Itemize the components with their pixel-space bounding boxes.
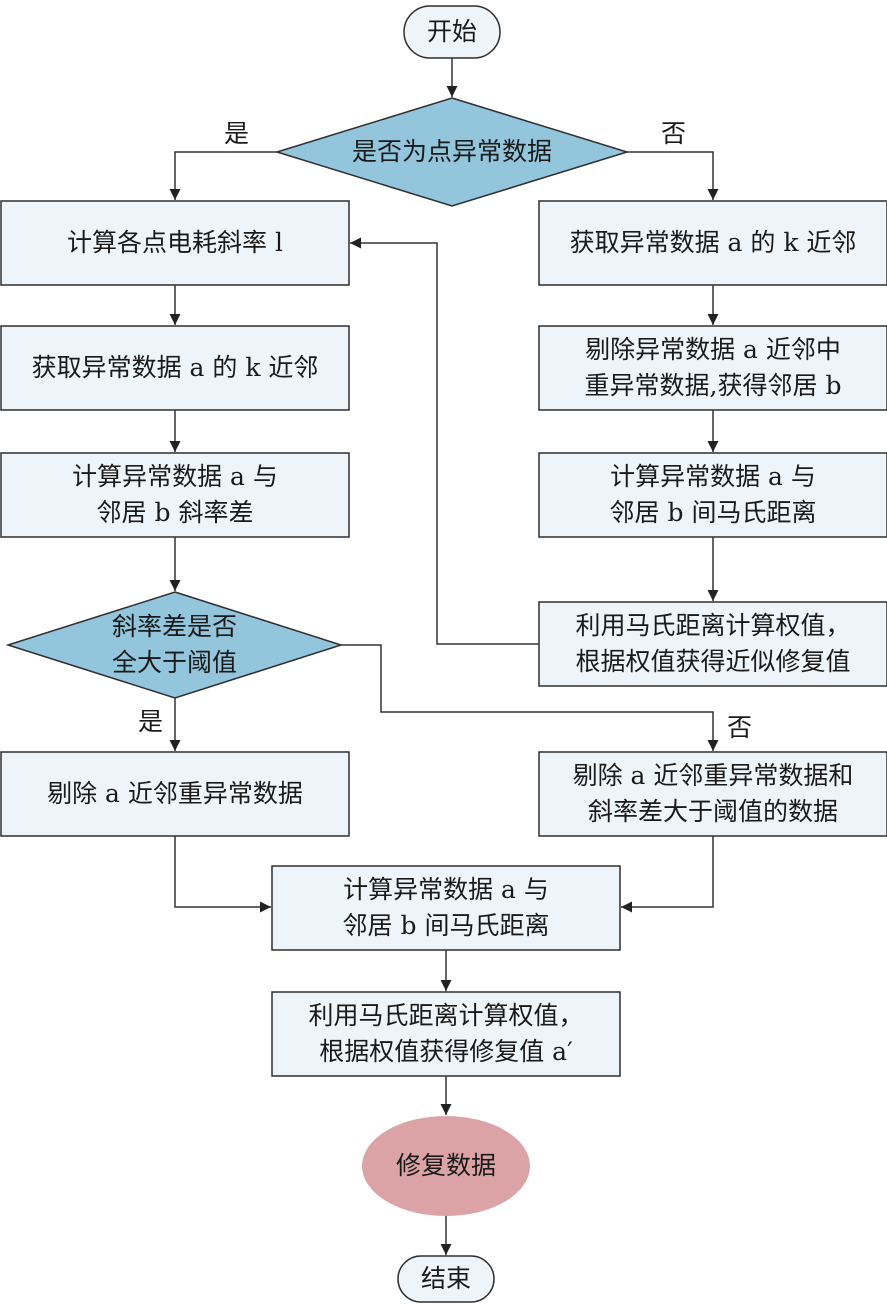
calc-slope-box: [0, 200, 350, 286]
label-line: 剔除异常数据 a 近邻中: [585, 335, 841, 364]
is-point-anomaly-label: 是否为点异常数据: [277, 98, 627, 206]
label-line: 根据权值获得近似修复值: [575, 647, 851, 676]
label-line: 结束: [420, 1264, 471, 1293]
remove-right-label: 剔除 a 近邻重异常数据和斜率差大于阈值的数据: [539, 752, 887, 836]
label-line: 根据权值获得修复值 a′: [319, 1037, 573, 1066]
remove-knn-right-label: 剔除异常数据 a 近邻中重异常数据,获得邻居 b: [539, 326, 887, 410]
calc-mahal-bottom-label: 计算异常数据 a 与邻居 b 间马氏距离: [272, 866, 620, 950]
calc-slope-diff-box: [0, 452, 350, 538]
is-point-anomaly-decision: [274, 97, 630, 207]
weight-bottom-label: 利用马氏距离计算权值， 根据权值获得修复值 a′: [272, 992, 620, 1076]
edge-weight-right-loop-back: [350, 237, 539, 645]
edge-no-to-get-knn-right: [627, 151, 719, 200]
label-line: 利用马氏距离计算权值，: [575, 611, 851, 640]
edge-remove-right-to-mahal: [621, 836, 714, 913]
label-line: 全大于阈值: [111, 648, 237, 677]
calc-slope-diff-label: 计算异常数据 a 与邻居 b 斜率差: [1, 453, 349, 537]
get-knn-right-label: 获取异常数据 a 的 k 近邻: [539, 201, 887, 285]
get-knn-left-label: 获取异常数据 a 的 k 近邻: [1, 326, 349, 410]
slope-diff-check-label: 斜率差是否全大于阈值: [8, 592, 341, 698]
calc-mahal-right-label: 计算异常数据 a 与邻居 b 间马氏距离: [539, 453, 887, 537]
label-line: 获取异常数据 a 的 k 近邻: [31, 353, 319, 382]
repair-ellipse: [362, 1116, 530, 1216]
edge-yes-to-calc-slope: [169, 151, 277, 200]
get-knn-left-box: [0, 325, 350, 411]
remove-left-label: 剔除 a 近邻重异常数据: [1, 752, 349, 836]
end-terminal: [397, 1255, 495, 1303]
label-line: 计算各点电耗斜率 l: [67, 228, 283, 257]
label-line: 邻居 b 间马氏距离: [342, 911, 550, 940]
end-label: 结束: [398, 1256, 494, 1302]
label-line: 开始: [426, 17, 477, 46]
label-line: 剔除 a 近邻重异常数据和: [572, 761, 854, 790]
slope-yes-label: 是: [138, 707, 164, 736]
label-line: 是否为点异常数据: [351, 137, 552, 166]
label-line: 计算异常数据 a 与: [343, 875, 549, 904]
label-line: 剔除 a 近邻重异常数据: [47, 779, 303, 808]
weight-bottom-box: [271, 991, 621, 1077]
label-line: 获取异常数据 a 的 k 近邻: [569, 228, 857, 257]
label-line: 利用马氏距离计算权值，: [308, 1001, 584, 1030]
start-label: 开始: [404, 6, 500, 58]
label-line: 修复数据: [395, 1151, 496, 1180]
label-line: 斜率差大于阈值的数据: [587, 797, 838, 826]
edge-remove-left-to-mahal: [174, 836, 271, 913]
slope-no-label: 否: [727, 713, 753, 742]
label-line: 邻居 b 间马氏距离: [609, 498, 817, 527]
repair-label: 修复数据: [362, 1116, 530, 1216]
top-no-label: 否: [661, 119, 687, 148]
calc-slope-label: 计算各点电耗斜率 l: [1, 201, 349, 285]
label-line: 计算异常数据 a 与: [72, 462, 278, 491]
remove-knn-right-box: [538, 325, 887, 411]
calc-mahal-right-box: [538, 452, 887, 538]
label-line: 邻居 b 斜率差: [96, 498, 254, 527]
label-line: 重异常数据,获得邻居 b: [584, 371, 842, 400]
top-yes-label: 是: [224, 119, 250, 148]
weight-right-box: [538, 601, 887, 687]
label-line: 计算异常数据 a 与: [610, 462, 816, 491]
remove-left-box: [0, 751, 350, 837]
edge-slope-no-to-remove-right: [341, 644, 719, 751]
calc-mahal-bottom-box: [271, 865, 621, 951]
weight-right-label: 利用马氏距离计算权值， 根据权值获得近似修复值: [539, 602, 887, 686]
label-line: 斜率差是否: [111, 612, 237, 641]
